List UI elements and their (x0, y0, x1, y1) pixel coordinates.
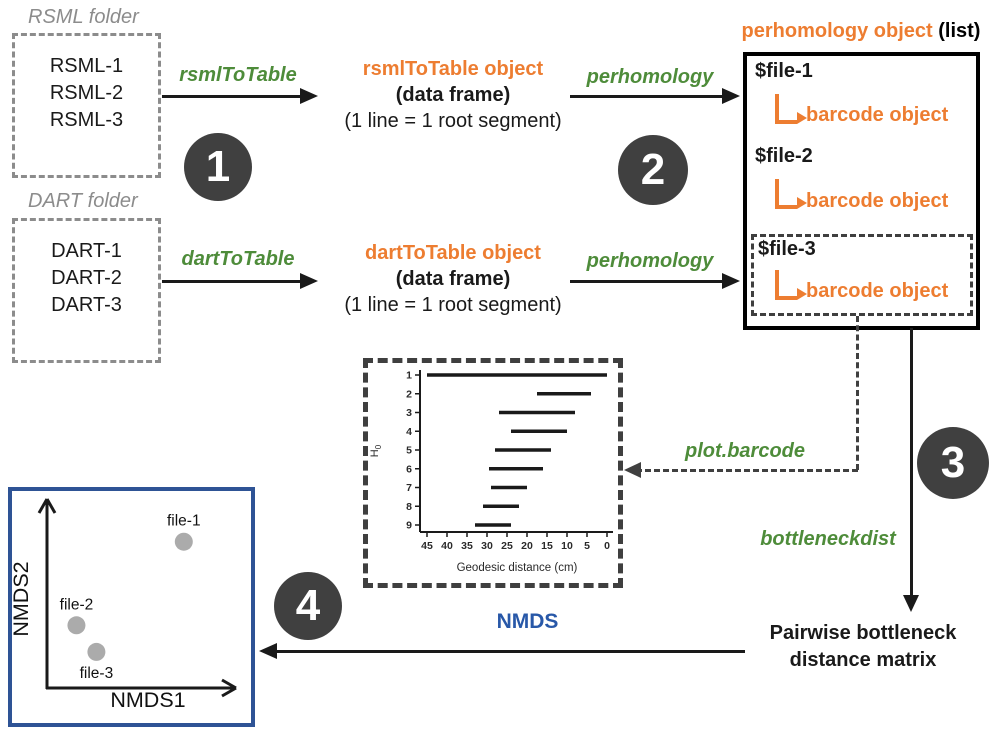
nmds-arrow-line (275, 650, 745, 653)
elbow-arrow-icon (775, 179, 807, 209)
svg-text:3: 3 (406, 407, 412, 419)
perhomology-top-function-label: perhomology (586, 66, 714, 88)
rsml-file-2: RSML-2 (49, 82, 124, 104)
rsml-to-table-function-label: rsmlToTable (179, 64, 297, 86)
perhomology-bottom-arrow-line (570, 280, 722, 283)
svg-text:1: 1 (406, 370, 412, 382)
svg-text:10: 10 (561, 540, 573, 552)
list-entry-file2-value: barcode object (806, 190, 949, 212)
list-entry-file3-dashed-box (751, 234, 973, 316)
perhomology-object-title-text: perhomology object (741, 20, 933, 42)
svg-text:file-1: file-1 (167, 513, 201, 530)
svg-text:9: 9 (406, 520, 412, 532)
nmds-arrowhead-icon (259, 643, 277, 659)
plot-barcode-connector-horizontal (636, 469, 858, 472)
perhomology-object-box (743, 52, 980, 330)
svg-text:file-3: file-3 (80, 665, 114, 682)
list-entry-file3-name: $file-3 (758, 238, 816, 260)
svg-text:4: 4 (406, 426, 412, 438)
svg-text:file-2: file-2 (60, 596, 94, 613)
dart-to-table-arrowhead-icon (300, 273, 318, 289)
svg-text:2: 2 (406, 388, 412, 400)
list-entry-file3-value: barcode object (806, 280, 949, 302)
svg-text:H0: H0 (369, 444, 383, 457)
plot-barcode-connector-vertical (856, 316, 859, 470)
rsml-object-title: rsmlToTable object (362, 58, 544, 80)
rsml-object-block: rsmlToTable object (data frame) (1 line … (328, 56, 578, 134)
matrix-label: Pairwise bottleneck distance matrix (753, 620, 973, 674)
svg-text:40: 40 (441, 540, 453, 552)
step-2-badge: 2 (618, 135, 688, 205)
svg-text:45: 45 (421, 540, 433, 552)
svg-text:6: 6 (406, 463, 412, 475)
svg-text:0: 0 (604, 540, 610, 552)
plot-barcode-function-label: plot.barcode (684, 440, 805, 462)
svg-text:35: 35 (461, 540, 473, 552)
plot-barcode-arrowhead-icon (624, 462, 641, 478)
perhomology-top-arrowhead-icon (722, 88, 740, 104)
dart-object-title: dartToTable object (365, 242, 541, 264)
svg-text:NMDS2: NMDS2 (12, 561, 33, 636)
list-entry-file1-value: barcode object (806, 104, 949, 126)
bottleneckdist-arrow-line (910, 328, 913, 596)
dart-file-3: DART-3 (51, 294, 122, 316)
perhomology-object-title-suffix: (list) (938, 20, 981, 42)
perhomology-object-title: perhomology object (list) (731, 20, 991, 43)
nmds-function-label: NMDS (496, 610, 559, 633)
elbow-arrow-icon (775, 94, 807, 124)
svg-text:15: 15 (541, 540, 553, 552)
rsml-object-subtitle: (data frame) (395, 84, 511, 106)
svg-text:5: 5 (584, 540, 590, 552)
dart-folder-label: DART folder (28, 190, 138, 212)
rsml-file-1: RSML-1 (49, 55, 124, 77)
svg-text:20: 20 (521, 540, 533, 552)
svg-text:8: 8 (406, 501, 412, 513)
list-entry-file2-name: $file-2 (755, 145, 813, 167)
elbow-arrow-icon (775, 270, 807, 300)
step-4-badge: 4 (274, 572, 342, 640)
rsml-folder-label: RSML folder (28, 6, 139, 28)
rsml-to-table-arrow-line (162, 95, 302, 98)
dart-file-1: DART-1 (51, 240, 122, 262)
rsml-object-note: (1 line = 1 root segment) (344, 110, 562, 132)
svg-text:5: 5 (406, 445, 412, 457)
rsml-to-table-arrowhead-icon (300, 88, 318, 104)
dart-file-2: DART-2 (51, 267, 122, 289)
perhomology-top-arrow-line (570, 95, 722, 98)
list-entry-file1-name: $file-1 (755, 60, 813, 82)
bottleneckdist-arrowhead-icon (903, 595, 919, 612)
svg-text:7: 7 (406, 482, 412, 494)
step-1-badge: 1 (184, 133, 252, 201)
dart-folder-box: DART-1 DART-2 DART-3 (12, 218, 161, 363)
perhomology-bottom-arrowhead-icon (722, 273, 740, 289)
perhomology-bottom-function-label: perhomology (586, 250, 714, 272)
matrix-label-line2: distance matrix (789, 649, 937, 671)
dart-to-table-function-label: dartToTable (181, 248, 295, 270)
bottleneckdist-function-label: bottleneckdist (760, 528, 896, 550)
matrix-label-line1: Pairwise bottleneck (769, 622, 957, 644)
rsml-folder-box: RSML-1 RSML-2 RSML-3 (12, 33, 161, 178)
dart-object-subtitle: (data frame) (395, 268, 511, 290)
dart-object-block: dartToTable object (data frame) (1 line … (328, 240, 578, 318)
rsml-file-3: RSML-3 (49, 109, 124, 131)
dart-to-table-arrow-line (162, 280, 302, 283)
svg-text:30: 30 (481, 540, 493, 552)
dart-object-note: (1 line = 1 root segment) (344, 294, 562, 316)
svg-text:NMDS1: NMDS1 (110, 688, 185, 712)
step-3-badge: 3 (917, 427, 989, 499)
svg-text:Geodesic distance (cm): Geodesic distance (cm) (457, 562, 578, 574)
svg-text:25: 25 (501, 540, 513, 552)
